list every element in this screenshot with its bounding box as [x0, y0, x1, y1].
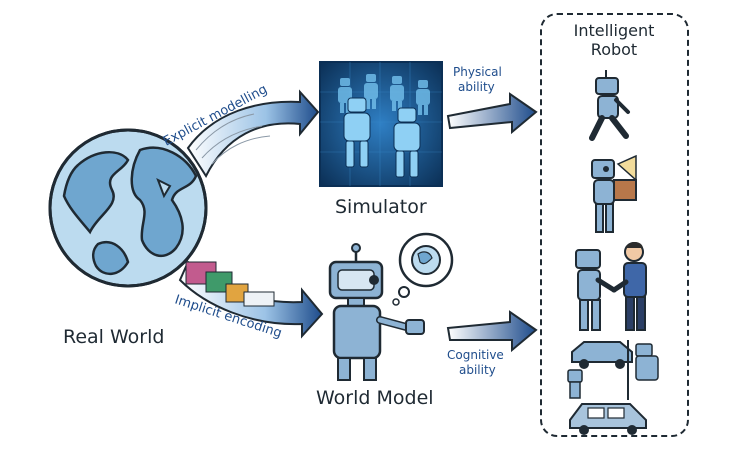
robot-icon — [328, 243, 425, 381]
thought-bubble-globe-icon — [392, 232, 454, 306]
handshake-robot-icon — [575, 242, 647, 331]
explicit-arrow — [186, 89, 320, 179]
physical-label: Physical — [453, 65, 502, 79]
globe-icon — [48, 128, 208, 288]
robot-label: Robot — [591, 40, 637, 59]
cognitive-label: Cognitive — [447, 348, 504, 362]
cognitive-ability-label: ability — [459, 363, 496, 377]
physical-arrow — [446, 92, 538, 135]
implicit-arrow — [178, 260, 324, 339]
intelligent-label: Intelligent — [574, 21, 655, 40]
real-world-label: Real World — [63, 326, 164, 348]
garage-robots-icon — [567, 340, 659, 435]
cognitive-arrow — [446, 310, 538, 353]
intelligent-robot-box — [540, 13, 689, 437]
walking-robot-icon — [589, 70, 630, 141]
carrying-robot-icon — [591, 154, 637, 233]
physical-ability-label: ability — [458, 80, 495, 94]
simulator-label: Simulator — [335, 196, 427, 218]
world-model-label: World Model — [316, 387, 434, 409]
data-thumbnails-icon — [185, 261, 275, 307]
simulator-panel-icon — [319, 61, 443, 187]
